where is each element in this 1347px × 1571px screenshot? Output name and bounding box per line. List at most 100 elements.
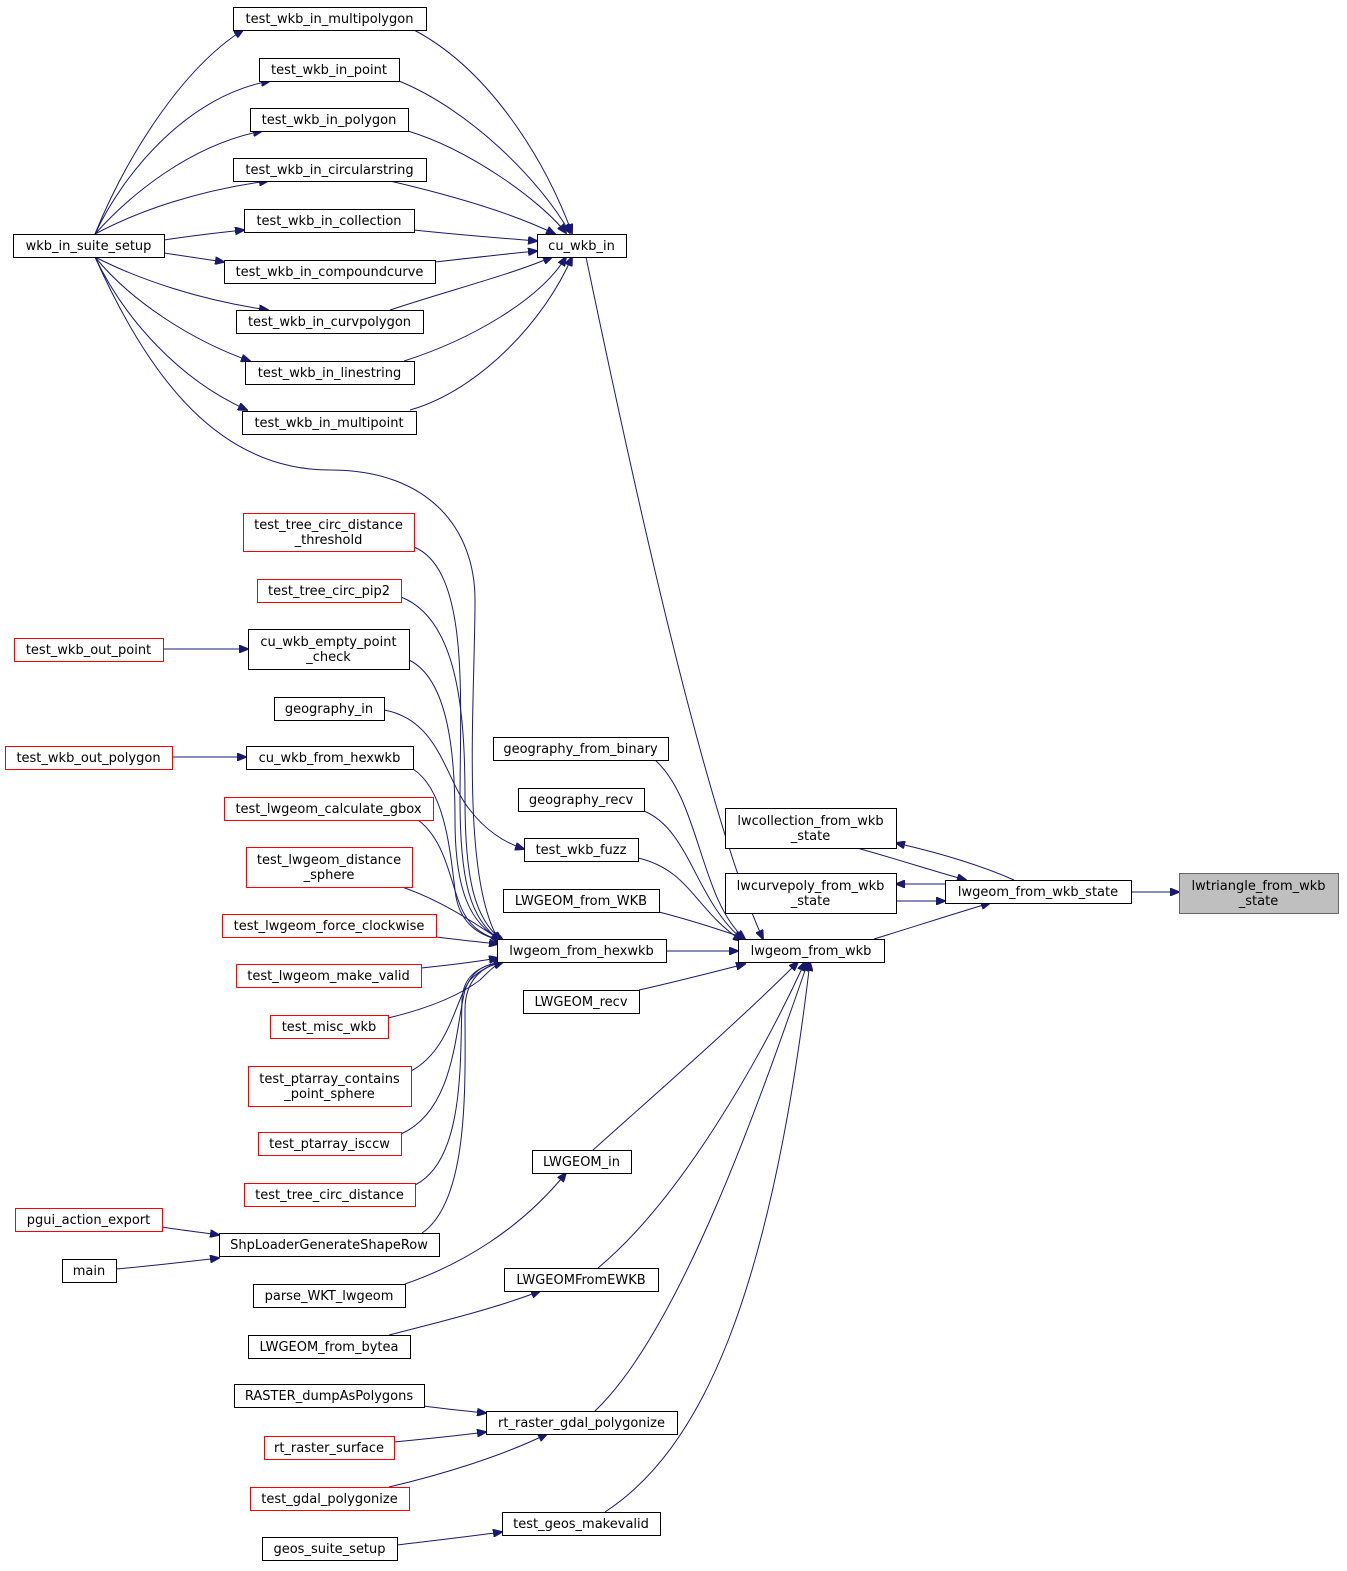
node-lwrecv[interactable]: LWGEOM_recv <box>523 990 640 1014</box>
node-box[interactable] <box>222 914 437 938</box>
node-box[interactable] <box>5 746 173 770</box>
node-box[interactable] <box>236 964 422 988</box>
node-box[interactable] <box>234 1384 425 1408</box>
node-box[interactable] <box>253 1284 406 1308</box>
node-cuwkbin[interactable]: cu_wkb_in <box>537 234 627 258</box>
node-box[interactable] <box>258 1132 402 1156</box>
node-mkvalid[interactable]: test_lwgeom_make_valid <box>236 964 422 988</box>
node-box[interactable] <box>224 797 434 821</box>
node-col[interactable]: test_wkb_in_collection <box>244 209 415 233</box>
node-shp[interactable]: ShpLoaderGenerateShapeRow <box>219 1233 440 1257</box>
node-geobin[interactable]: geography_from_binary <box>493 737 669 761</box>
node-fcw[interactable]: test_lwgeom_force_clockwise <box>222 914 437 938</box>
node-pacs[interactable]: test_ptarray_contains_point_sphere <box>248 1066 412 1107</box>
node-box[interactable] <box>270 1015 389 1039</box>
node-box[interactable] <box>14 638 164 662</box>
node-box[interactable] <box>243 513 415 552</box>
node-box[interactable] <box>224 260 436 284</box>
node-lwfwkb[interactable]: LWGEOM_from_WKB <box>503 889 660 913</box>
node-main[interactable]: main <box>62 1259 117 1283</box>
node-lwin[interactable]: LWGEOM_in <box>532 1150 632 1174</box>
node-outpoint[interactable]: test_wkb_out_point <box>14 638 164 662</box>
node-lwfwkb2[interactable]: lwgeom_from_wkb <box>738 939 885 963</box>
node-tgdal[interactable]: test_gdal_polygonize <box>250 1487 410 1511</box>
node-box[interactable] <box>503 889 660 913</box>
node-box[interactable] <box>236 310 424 334</box>
node-georecv[interactable]: geography_recv <box>518 788 645 812</box>
node-ls[interactable]: test_wkb_in_linestring <box>245 361 415 385</box>
node-tcd[interactable]: test_tree_circ_distance <box>244 1183 416 1207</box>
node-outpoly[interactable]: test_wkb_out_polygon <box>5 746 173 770</box>
node-tcdt[interactable]: test_tree_circ_distance_threshold <box>243 513 415 552</box>
node-box[interactable] <box>62 1259 117 1283</box>
node-geoin[interactable]: geography_in <box>274 697 385 721</box>
node-rsurf[interactable]: rt_raster_surface <box>264 1436 395 1460</box>
node-box[interactable] <box>532 1150 632 1174</box>
node-mpt[interactable]: test_wkb_in_multipoint <box>242 411 417 435</box>
node-emptypt[interactable]: cu_wkb_empty_point_check <box>248 629 410 670</box>
node-box[interactable] <box>725 873 897 914</box>
node-box[interactable] <box>245 361 415 385</box>
node-box[interactable] <box>246 746 414 770</box>
node-ewkb[interactable]: LWGEOMFromEWKB <box>504 1268 659 1292</box>
node-rdump[interactable]: RASTER_dumpAsPolygons <box>234 1384 425 1408</box>
node-box[interactable] <box>497 939 667 963</box>
node-pwkt[interactable]: parse_WKT_lwgeom <box>253 1284 406 1308</box>
node-box[interactable] <box>1179 873 1339 914</box>
node-pg[interactable]: test_wkb_in_polygon <box>250 108 409 132</box>
node-box[interactable] <box>248 629 410 670</box>
node-box[interactable] <box>246 847 413 888</box>
node-suite[interactable]: wkb_in_suite_setup <box>13 234 165 258</box>
node-gbox[interactable]: test_lwgeom_calculate_gbox <box>224 797 434 821</box>
node-mp[interactable]: test_wkb_in_multipolygon <box>233 7 427 31</box>
node-pip2[interactable]: test_tree_circ_pip2 <box>257 579 402 603</box>
node-box[interactable] <box>233 7 427 31</box>
node-lwcoll[interactable]: lwcollection_from_wkb_state <box>725 808 897 849</box>
node-box[interactable] <box>945 880 1132 904</box>
node-box[interactable] <box>274 697 385 721</box>
node-box[interactable] <box>486 1411 678 1435</box>
node-box[interactable] <box>257 579 402 603</box>
node-box[interactable] <box>523 990 640 1014</box>
node-box[interactable] <box>262 1537 398 1561</box>
node-fromhex[interactable]: cu_wkb_from_hexwkb <box>246 746 414 770</box>
node-misc[interactable]: test_misc_wkb <box>270 1015 389 1039</box>
node-box[interactable] <box>493 737 669 761</box>
node-lwhex[interactable]: lwgeom_from_hexwkb <box>497 939 667 963</box>
node-box[interactable] <box>248 1335 411 1359</box>
node-box[interactable] <box>518 788 645 812</box>
node-box[interactable] <box>264 1436 395 1460</box>
node-box[interactable] <box>537 234 627 258</box>
node-box[interactable] <box>259 58 400 82</box>
node-box[interactable] <box>242 411 417 435</box>
node-pt[interactable]: test_wkb_in_point <box>259 58 400 82</box>
node-bytea[interactable]: LWGEOM_from_bytea <box>248 1335 411 1359</box>
node-box[interactable] <box>504 1268 659 1292</box>
node-cc[interactable]: test_wkb_in_compoundcurve <box>224 260 436 284</box>
node-root[interactable]: lwtriangle_from_wkb_state <box>1179 873 1339 914</box>
node-dsph[interactable]: test_lwgeom_distance_sphere <box>246 847 413 888</box>
node-box[interactable] <box>725 808 897 849</box>
node-gmv[interactable]: test_geos_makevalid <box>502 1512 661 1536</box>
node-box[interactable] <box>248 1066 412 1107</box>
node-box[interactable] <box>244 209 415 233</box>
node-box[interactable] <box>244 1183 416 1207</box>
node-box[interactable] <box>738 939 885 963</box>
node-rtgdal[interactable]: rt_raster_gdal_polygonize <box>486 1411 678 1435</box>
node-box[interactable] <box>13 234 165 258</box>
node-lwstate[interactable]: lwgeom_from_wkb_state <box>945 880 1132 904</box>
node-box[interactable] <box>15 1208 163 1232</box>
node-pgui[interactable]: pgui_action_export <box>15 1208 163 1232</box>
node-box[interactable] <box>250 108 409 132</box>
node-box[interactable] <box>502 1512 661 1536</box>
node-box[interactable] <box>233 158 427 182</box>
node-box[interactable] <box>524 838 639 862</box>
node-box[interactable] <box>250 1487 410 1511</box>
node-fuzz[interactable]: test_wkb_fuzz <box>524 838 639 862</box>
node-isccw[interactable]: test_ptarray_isccw <box>258 1132 402 1156</box>
node-geossetup[interactable]: geos_suite_setup <box>262 1537 398 1561</box>
node-cp[interactable]: test_wkb_in_curvpolygon <box>236 310 424 334</box>
node-lwcurve[interactable]: lwcurvepoly_from_wkb_state <box>725 873 897 914</box>
node-box[interactable] <box>219 1233 440 1257</box>
node-cs[interactable]: test_wkb_in_circularstring <box>233 158 427 182</box>
